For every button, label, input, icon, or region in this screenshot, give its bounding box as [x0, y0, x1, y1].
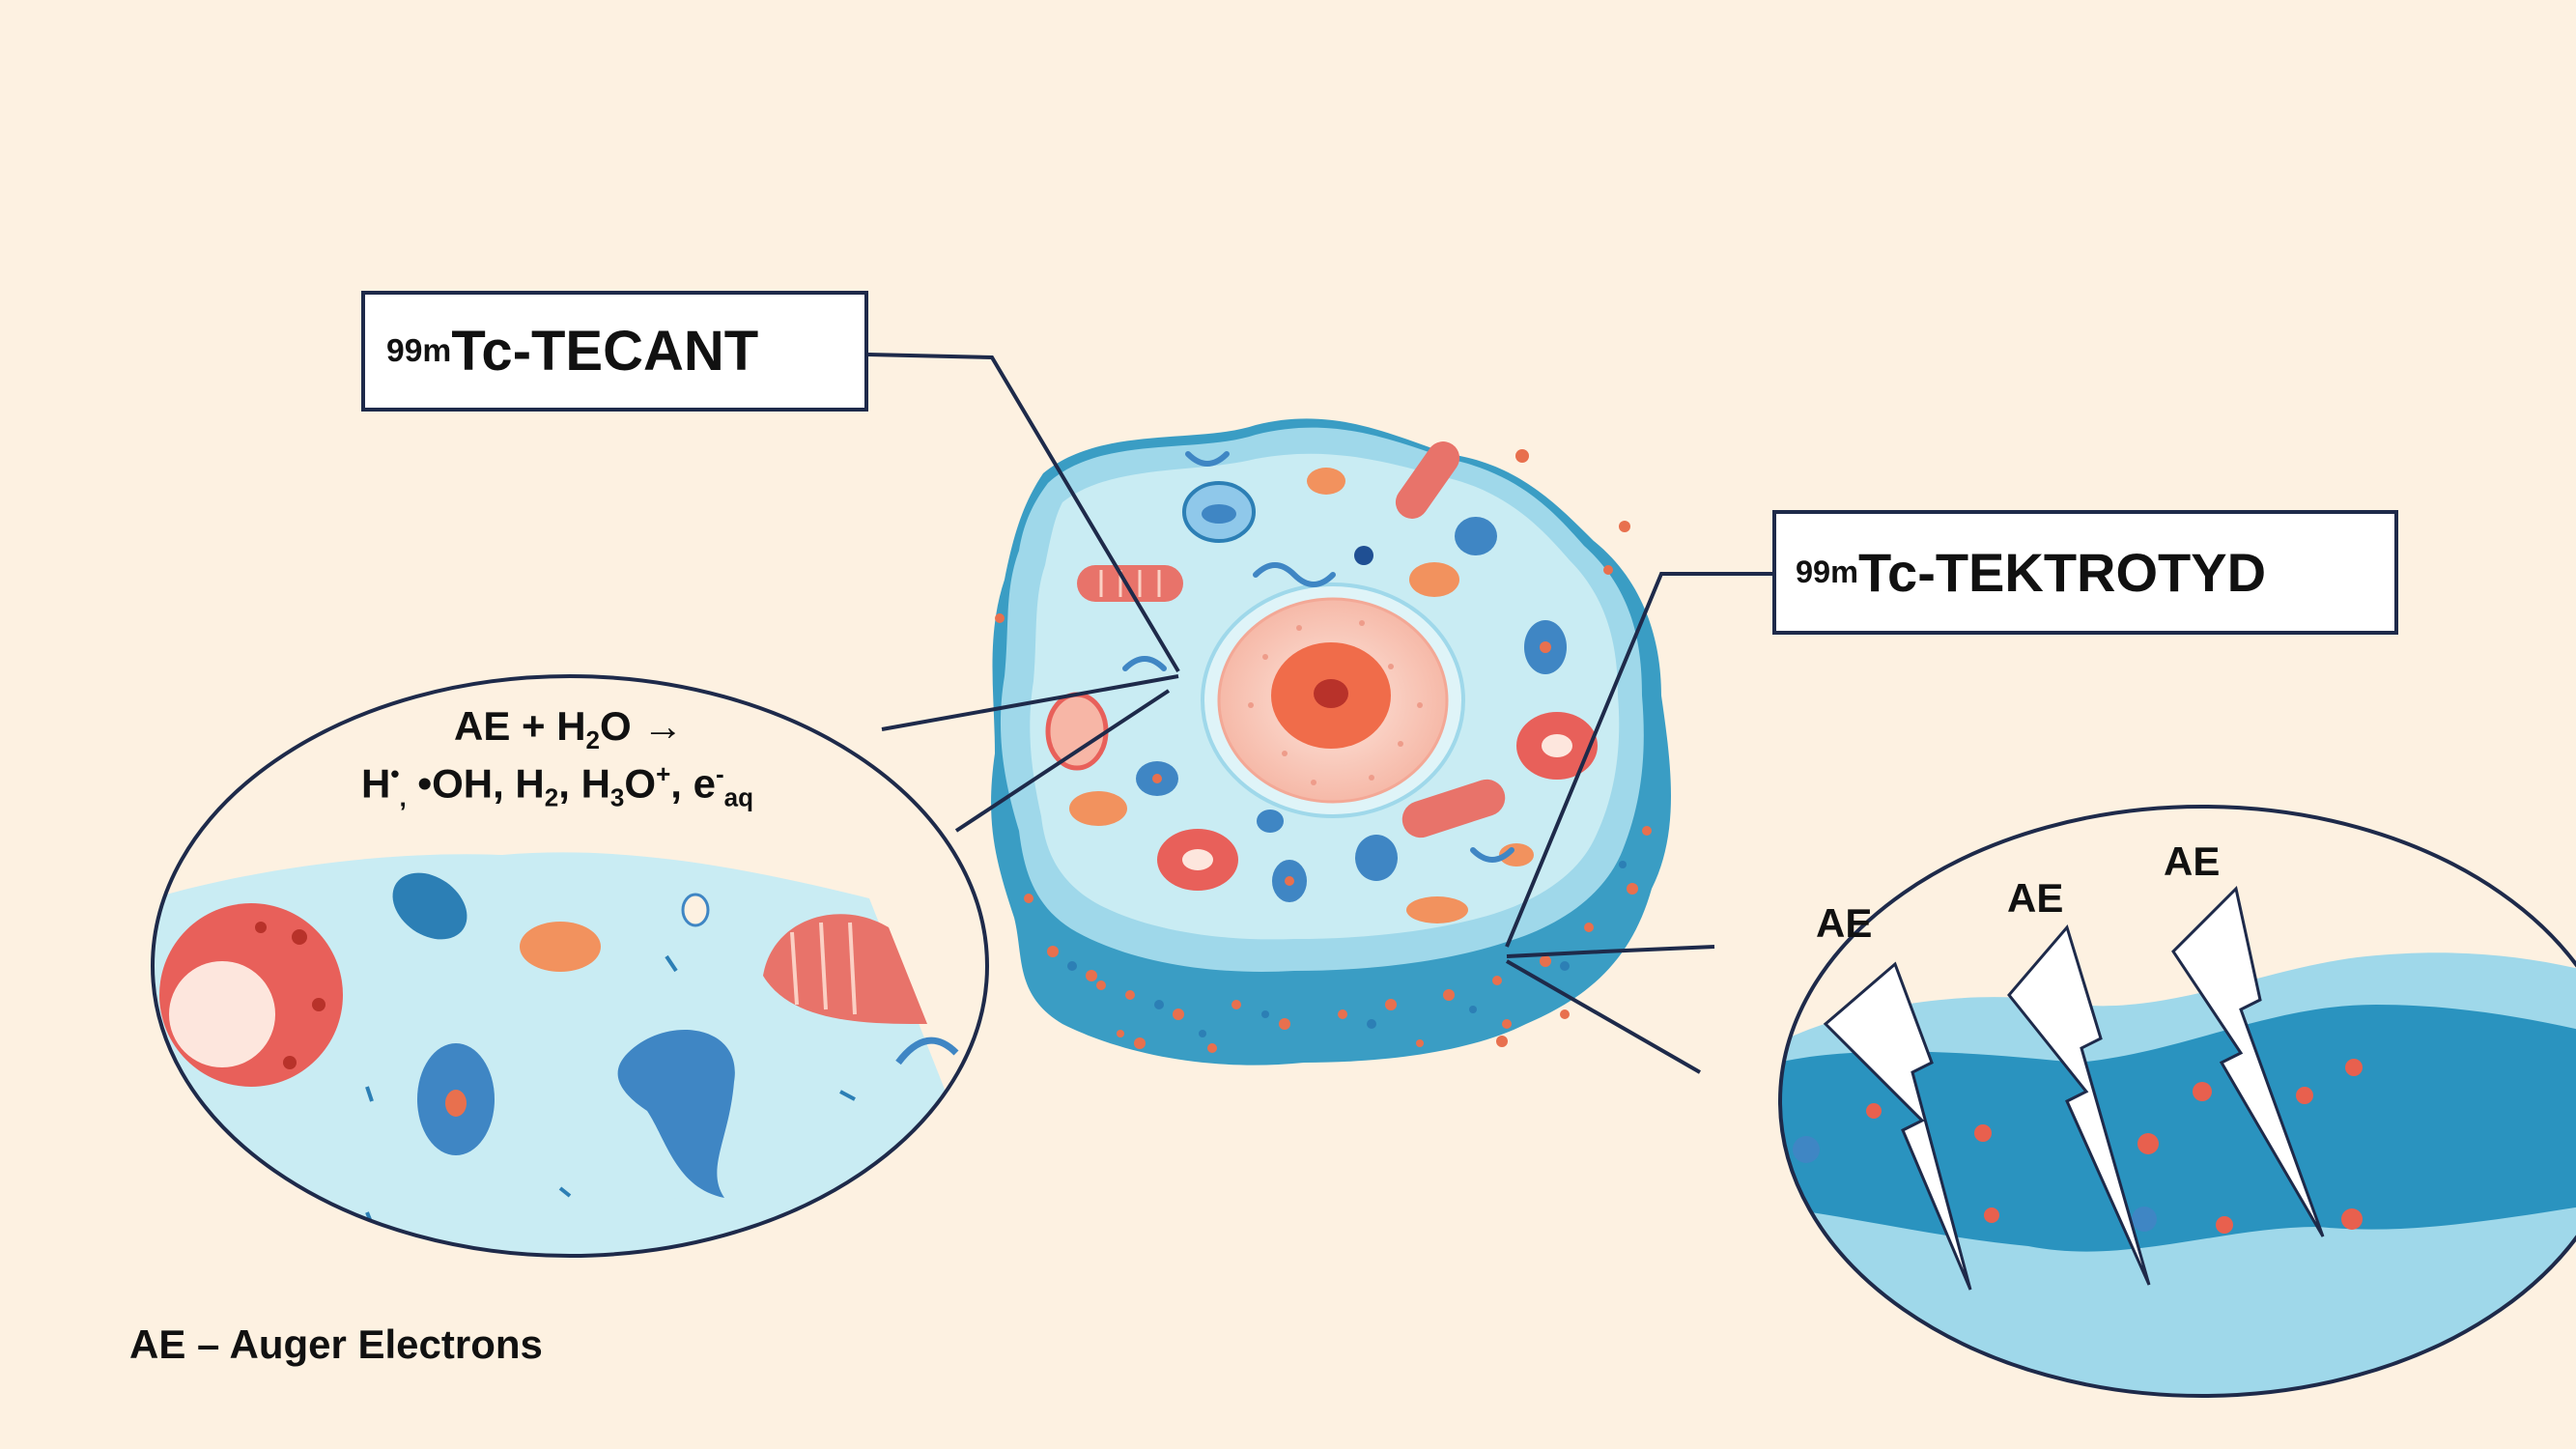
tecant-isotope: 99m — [386, 332, 452, 369]
product-text: , e — [670, 760, 716, 807]
membrane-dots-blue — [1067, 861, 1627, 1037]
auger-bolt-1 — [1823, 961, 1972, 1291]
zoom-orange-vesicle — [520, 922, 601, 972]
legend-text: AE – Auger Electrons — [129, 1321, 543, 1367]
right-zoom-outline — [1778, 805, 2576, 1398]
product-text: •OH, H — [406, 760, 545, 807]
left-zoom-outline — [151, 674, 989, 1258]
tektrotyd-name: Tc-TEKTROTYD — [1858, 542, 2267, 603]
reaction-subscript: 2 — [585, 725, 601, 755]
reaction-text: O → — [600, 703, 684, 749]
auger-label-1: AE — [1816, 900, 1873, 946]
centrosome — [1354, 546, 1373, 565]
endosome-core — [1202, 504, 1236, 524]
zoom-donut-hole — [169, 961, 275, 1067]
product-subscript: aq — [723, 782, 754, 812]
blue-organelle-centers — [1152, 641, 1551, 886]
product-superscript: - — [715, 759, 724, 788]
reaction-products-line2: H•, •OH, H2, H3O+, e-aq — [361, 759, 753, 813]
orange-vesicles — [1069, 468, 1534, 923]
membrane-dots — [1024, 826, 1652, 1053]
product-text: , H — [558, 760, 610, 807]
product-superscript: + — [656, 759, 671, 788]
tektrotyd-connector — [1505, 572, 1772, 948]
product-text: H — [361, 760, 391, 807]
microtubules — [1122, 451, 1514, 863]
reaction-text: AE + H — [454, 703, 586, 749]
product-subscript: 2 — [544, 782, 559, 812]
right-zoom-view — [1778, 805, 2576, 1398]
auger-bolt-3 — [2171, 885, 2325, 1237]
nucleolus-core — [1314, 679, 1348, 708]
left-zoom-view — [151, 674, 989, 1258]
zoom-teardrop-organelle — [617, 1030, 735, 1198]
product-subscript: 3 — [609, 782, 625, 812]
extracellular-dots — [995, 449, 1630, 1049]
mitochondria — [1077, 441, 1506, 838]
cell — [991, 418, 1671, 1065]
red-donut-vesicles — [1045, 692, 1598, 891]
zoom-blue-vesicle — [392, 872, 467, 940]
auger-label-2: AE — [2007, 875, 2064, 921]
product-text: O — [624, 760, 657, 807]
tecant-name: Tc-TECANT — [451, 320, 759, 383]
chromatin-dots — [1248, 620, 1423, 785]
radical-dot: • — [390, 759, 400, 788]
tektrotyd-isotope: 99m — [1796, 554, 1858, 589]
auger-bolt-2 — [2007, 923, 2151, 1286]
tecant-connector — [867, 353, 1180, 673]
zoom-mitochondrion — [763, 914, 927, 1024]
product-text: , — [399, 782, 407, 812]
reaction-equation-line1: AE + H2O → — [454, 703, 683, 755]
auger-label-3: AE — [2164, 838, 2221, 884]
connector-lines — [867, 353, 1772, 1074]
zoom-membrane — [1780, 1005, 2576, 1252]
